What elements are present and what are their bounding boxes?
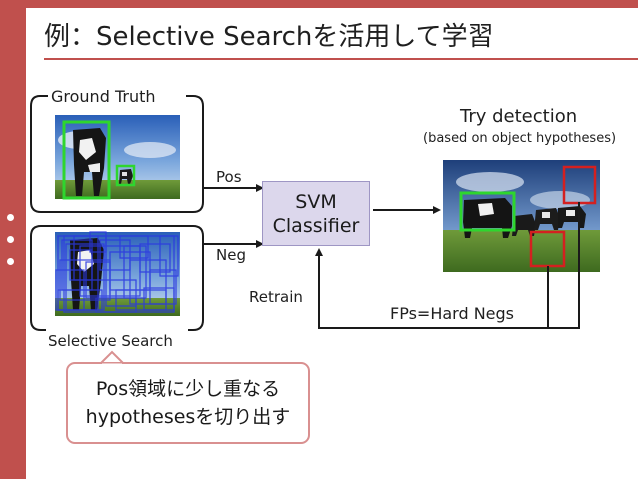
callout-pointer-cover — [0, 0, 638, 479]
